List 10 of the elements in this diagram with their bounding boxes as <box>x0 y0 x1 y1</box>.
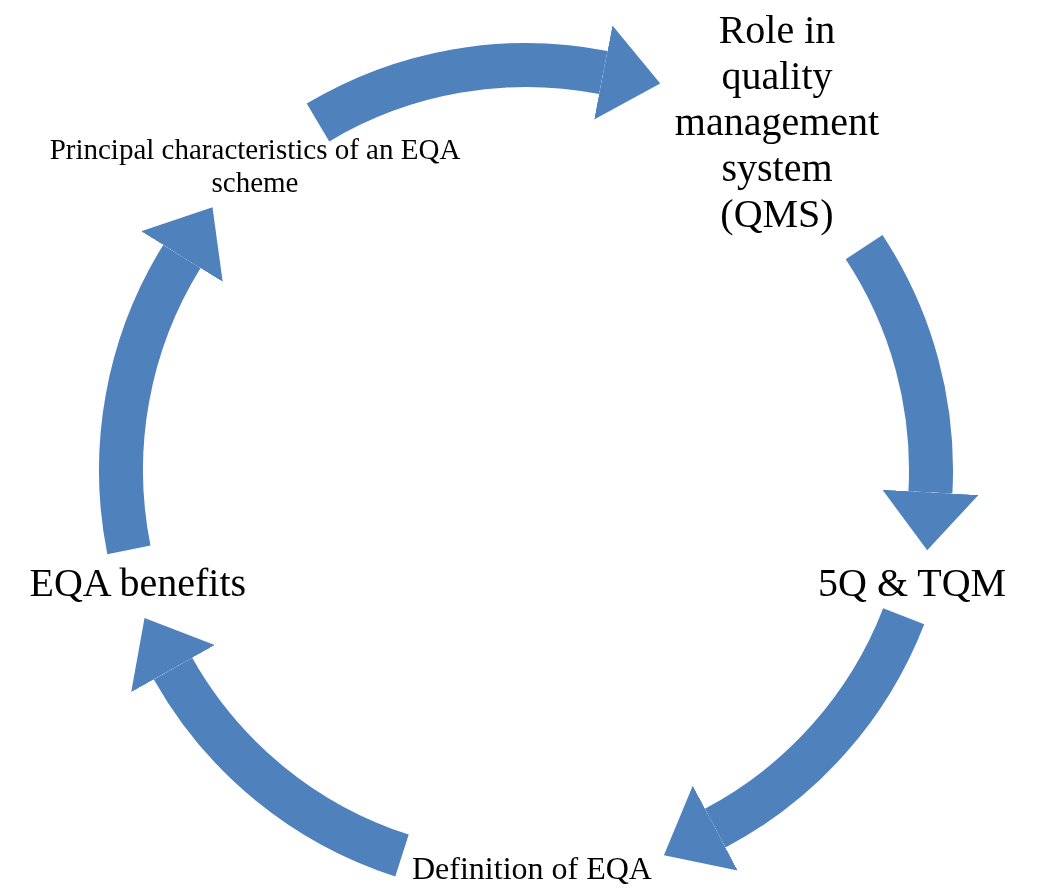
step-label: Definition of EQA <box>412 849 652 887</box>
curved-arrow <box>99 205 225 553</box>
curved-arrow <box>132 619 411 876</box>
step-label: Role in quality management system (QMS) <box>673 7 881 237</box>
curved-arrow <box>307 24 661 143</box>
step-label: 5Q & TQM <box>818 560 1007 606</box>
curved-arrow <box>665 607 924 870</box>
curved-arrow <box>845 236 979 551</box>
step-label: EQA benefits <box>29 560 247 606</box>
step-label: Principal characteristics of an EQA scheme <box>48 132 462 200</box>
